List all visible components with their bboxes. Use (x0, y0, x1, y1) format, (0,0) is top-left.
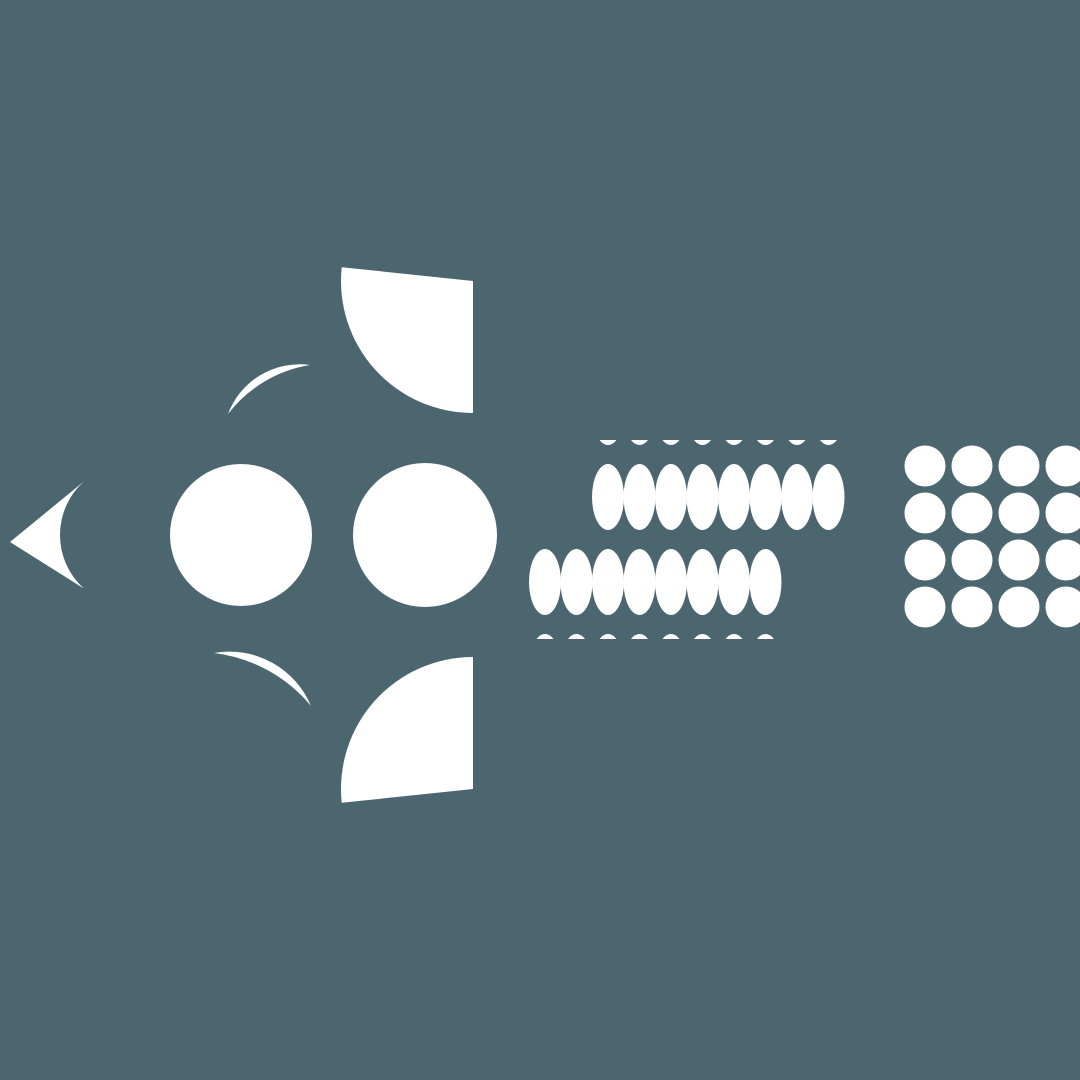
grid-ellipse (686, 464, 719, 530)
grid-ellipse (655, 464, 687, 530)
grid-ellipse (749, 549, 782, 615)
grid-ellipse (592, 464, 624, 530)
grid-ellipse (536, 634, 554, 639)
top-crescent-sliver-shape (228, 364, 310, 414)
grid-ellipse (592, 549, 624, 615)
grid-ellipse (718, 464, 750, 530)
grid-ellipse (599, 440, 617, 445)
grid-circle (1045, 539, 1080, 581)
circle-row (904, 586, 1080, 628)
grid-circle (951, 492, 993, 534)
grid-ellipse (623, 549, 656, 615)
grid-ellipse (749, 464, 782, 530)
grid-circle (998, 586, 1040, 628)
grid-ellipse (662, 440, 680, 445)
ellipse-row (536, 634, 774, 639)
grid-ellipse (655, 549, 687, 615)
grid-ellipse (560, 549, 593, 615)
grid-circle (998, 492, 1040, 534)
large-circle-inner-shape (170, 464, 312, 606)
grid-circle (1045, 586, 1080, 628)
circle-row (904, 539, 1080, 581)
bottom-crescent-sliver-shape (214, 651, 311, 706)
grid-ellipse (623, 464, 656, 530)
large-circle-outer-shape (353, 463, 497, 607)
grid-ellipse (757, 440, 774, 445)
grid-ellipse (568, 634, 585, 639)
grid-ellipse (820, 440, 837, 445)
circle-grid-group (904, 445, 1080, 628)
grid-ellipse (631, 440, 648, 445)
bottom-right-pie-wedge-shape (340, 656, 473, 803)
grid-circle (904, 539, 946, 581)
grid-ellipse (694, 634, 711, 639)
grid-ellipse (725, 440, 743, 445)
grid-ellipse (529, 549, 561, 615)
grid-ellipse (686, 549, 719, 615)
grid-circle (951, 539, 993, 581)
grid-ellipse (631, 634, 648, 639)
grid-circle (998, 539, 1040, 581)
grid-ellipse (662, 634, 680, 639)
grid-circle (951, 586, 993, 628)
top-right-pie-wedge-shape (340, 267, 473, 413)
circle-row (904, 445, 1080, 487)
grid-ellipse (812, 464, 845, 530)
grid-ellipse (718, 549, 750, 615)
grid-ellipse (599, 634, 617, 639)
circle-row (904, 492, 1080, 534)
grid-circle (904, 492, 946, 534)
grid-circle (1045, 492, 1080, 534)
grid-circle (904, 586, 946, 628)
grid-circle (1045, 445, 1080, 487)
left-pointing-wedge-shape (10, 481, 84, 589)
clipped-ellipse-grid-group (529, 440, 845, 639)
ellipse-row (599, 440, 837, 445)
ellipse-row (529, 549, 782, 615)
grid-circle (998, 445, 1040, 487)
grid-ellipse (781, 464, 813, 530)
arrow-shape-cluster (10, 267, 497, 803)
grid-circle (951, 445, 993, 487)
grid-ellipse (757, 634, 774, 639)
grid-ellipse (725, 634, 743, 639)
ellipse-row (592, 464, 845, 530)
grid-circle (904, 445, 946, 487)
grid-ellipse (694, 440, 711, 445)
grid-ellipse (788, 440, 806, 445)
